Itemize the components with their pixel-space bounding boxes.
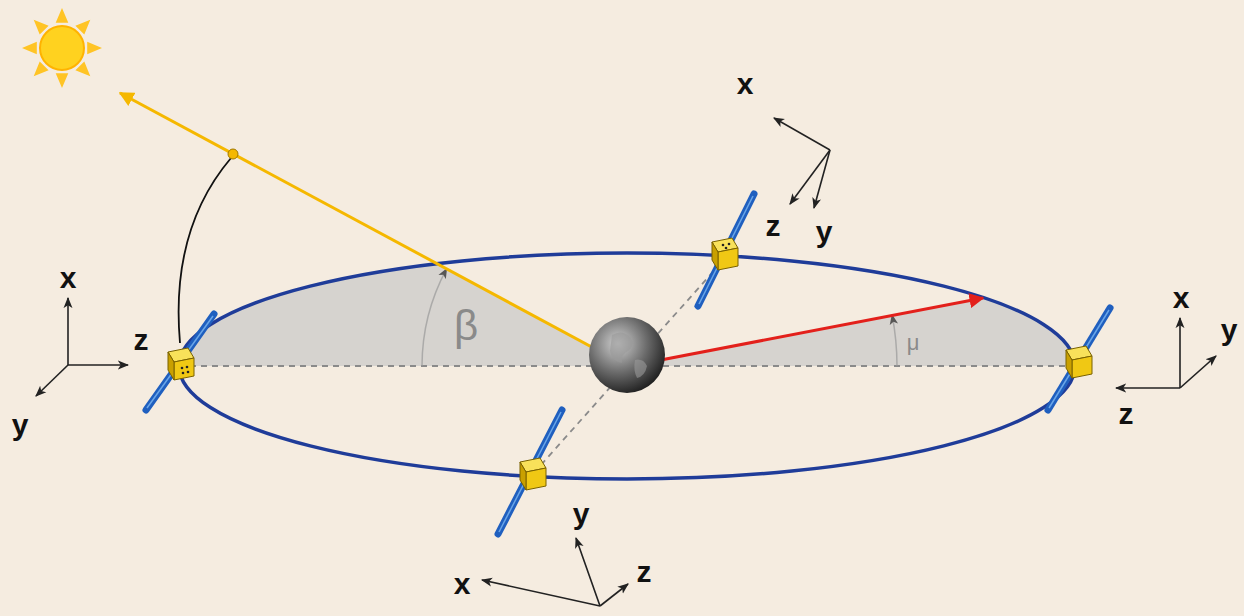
- axis-arrow: [576, 538, 600, 606]
- satellite: [498, 410, 562, 534]
- satellite-body: [168, 352, 174, 380]
- satellite-body: [712, 242, 718, 270]
- axis-label: x: [454, 567, 471, 601]
- sun-direction: [120, 93, 627, 366]
- axis-label: x: [60, 261, 77, 295]
- solar-panel: [498, 410, 562, 534]
- axis-arrow: [600, 584, 628, 606]
- solar-panel: [698, 194, 754, 306]
- sun-point: [228, 149, 238, 159]
- solar-panel: [146, 314, 214, 410]
- earth: [589, 317, 665, 393]
- axis-arrow: [68, 364, 128, 366]
- satellite-body: [520, 462, 526, 490]
- solar-panel: [1049, 310, 1109, 408]
- axis-arrow: [1116, 387, 1180, 389]
- axis-label: z: [134, 323, 149, 357]
- axis-label: x: [737, 67, 754, 101]
- satellite: [146, 314, 214, 410]
- satellite-body: [174, 358, 194, 380]
- sun-disc: [40, 26, 84, 70]
- satellite-body: [718, 248, 738, 270]
- axis-label: x: [1173, 281, 1190, 315]
- sensor-dot: [728, 243, 731, 246]
- axis-label: y: [12, 408, 29, 442]
- axis-arrow: [790, 150, 830, 204]
- axis-label: z: [637, 555, 652, 589]
- satellite-body: [1072, 356, 1092, 378]
- axis-label: z: [766, 209, 781, 243]
- sensor-dot: [722, 244, 725, 247]
- axis-arrow: [774, 118, 830, 150]
- sensor-dot: [725, 247, 728, 250]
- axis-arrow: [67, 298, 69, 365]
- solar-panel: [499, 412, 561, 532]
- beta-wedge: [179, 264, 627, 366]
- axis-triad: [774, 118, 830, 208]
- satellite: [1048, 308, 1110, 410]
- projection-arc: [179, 158, 231, 343]
- sensor-dot: [182, 372, 185, 375]
- satellite: [698, 194, 754, 306]
- angle-label: β: [454, 302, 478, 350]
- axis-label: y: [816, 215, 833, 249]
- solar-panel: [1048, 308, 1110, 410]
- orbit-ellipse: [179, 253, 1075, 479]
- position-vector: [640, 298, 983, 364]
- earth-land: [610, 332, 647, 378]
- beta-arc: [422, 269, 447, 366]
- solar-panel: [699, 196, 753, 304]
- axis-triad: [36, 298, 128, 396]
- sun-rays: [22, 8, 102, 88]
- satellite-body: [526, 468, 546, 490]
- axis-label: z: [1119, 397, 1134, 431]
- axis-triad: [1116, 318, 1216, 388]
- satellite-body: [1066, 350, 1072, 378]
- axis-arrow: [1179, 318, 1181, 388]
- axis-arrow: [1180, 356, 1216, 388]
- axis-label: y: [573, 497, 590, 531]
- axis-arrow: [482, 580, 600, 606]
- dashed-axis: [532, 255, 728, 475]
- axis-arrow: [814, 150, 830, 208]
- sensor-dot: [187, 371, 190, 374]
- mu-arc: [892, 315, 897, 366]
- angle-label: μ: [907, 330, 920, 356]
- sensor-dot: [181, 367, 184, 370]
- sensor-dot: [186, 366, 189, 369]
- axis-triad: [482, 538, 628, 606]
- axis-arrow: [36, 365, 68, 396]
- solar-panel: [147, 316, 213, 408]
- axis-label: y: [1221, 313, 1238, 347]
